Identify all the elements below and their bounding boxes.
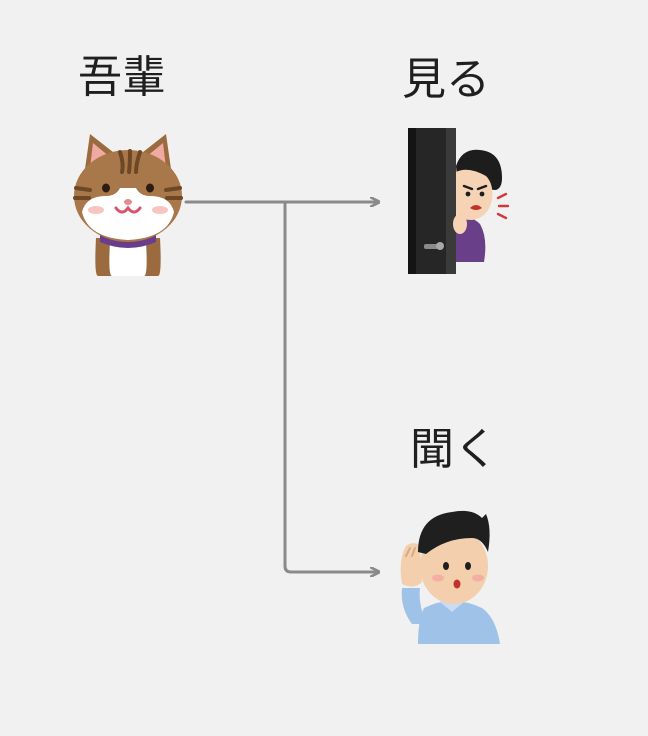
listening-person-icon [400, 510, 500, 644]
action-see-label: 見る [402, 54, 490, 105]
arrow-to-hear [278, 200, 378, 572]
cat-icon [73, 134, 183, 276]
action-hear-label: 聞く [410, 424, 498, 475]
subject-label: 吾輩 [78, 52, 166, 103]
peeking-person-icon [408, 128, 510, 274]
